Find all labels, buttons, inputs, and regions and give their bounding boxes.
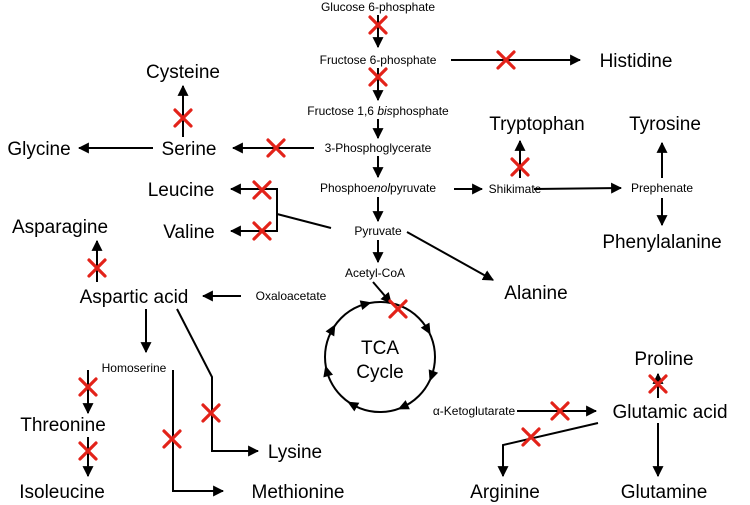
red-x-icon-serine-cysteine — [173, 108, 193, 128]
label-oxaloacetate: Oxaloacetate — [256, 289, 327, 303]
label-fructose-6-phosphate: Fructose 6-phosphate — [320, 53, 437, 67]
label-3-phosphoglycerate: 3-Phosphoglycerate — [325, 141, 432, 155]
label-glutamic-acid: Glutamic acid — [612, 402, 727, 423]
label-tryptophan: Tryptophan — [489, 114, 584, 135]
red-x-icon-proline — [648, 374, 668, 394]
label-histidine: Histidine — [600, 51, 673, 72]
label-valine: Valine — [163, 222, 214, 243]
edge-bracket-valine — [229, 214, 278, 237]
edge-bracket-leucine — [229, 183, 278, 214]
tca-cycle-ring — [324, 301, 436, 413]
label-aspartic-acid: Aspartic acid — [80, 287, 189, 308]
tca-cycle-arrowheads — [323, 300, 439, 412]
pep-text: Phospho — [320, 181, 368, 195]
tca-arrowhead-6 — [325, 324, 336, 337]
label-isoleucine: Isoleucine — [19, 482, 105, 503]
edge-aspartic-lysine — [176, 308, 260, 457]
label-prephenate: Prephenate — [631, 181, 693, 195]
label-tyrosine: Tyrosine — [629, 114, 701, 135]
tca-arrowhead-4 — [347, 401, 360, 412]
red-x-icon-threonine — [78, 377, 98, 397]
label-tca-line2: Cycle — [356, 362, 404, 383]
label-acetyl-coa: Acetyl-CoA — [345, 266, 405, 280]
fructose16bp-text: Fructose 1,6 — [307, 104, 377, 118]
label-fructose-1-6-bisphosphate: Fructose 1,6 bisphosphate — [307, 104, 449, 118]
label-lysine: Lysine — [268, 442, 322, 463]
edge-shikimate-prephenate — [533, 182, 623, 194]
label-leucine: Leucine — [148, 180, 215, 201]
label-cysteine: Cysteine — [146, 62, 220, 83]
label-glycine: Glycine — [7, 139, 70, 160]
edge-acetylcoa-tca — [372, 281, 392, 304]
tca-arrowhead-3 — [397, 400, 410, 410]
label-alanine: Alanine — [504, 283, 567, 304]
red-x-icon-lysine — [201, 403, 221, 423]
red-x-icon-leucine — [252, 180, 272, 200]
tca-arrowhead-2 — [428, 369, 439, 382]
edge-pyruvate-alanine — [406, 231, 494, 281]
red-x-icon-valine — [252, 221, 272, 241]
label-tca-line1: TCA — [361, 338, 399, 359]
edge-glutamic-arginine — [497, 422, 599, 478]
label-serine: Serine — [162, 139, 217, 160]
red-x-icon-3pg-serine — [266, 138, 286, 158]
label-proline: Proline — [634, 349, 693, 370]
edge-homoserine-methionine — [172, 370, 225, 497]
pathway-edges — [77, 15, 668, 497]
label-glucose-6-phosphate: Glucose 6-phosphate — [321, 0, 435, 14]
label-alpha-ketoglutarate: α-Ketoglutarate — [433, 404, 516, 418]
label-methionine: Methionine — [252, 482, 345, 503]
pep-suffix-text: pyruvate — [390, 181, 436, 195]
block-marks — [78, 15, 668, 461]
red-x-icon-methionine — [162, 429, 182, 449]
pathway-labels: Glucose 6-phosphate Fructose 6-phosphate… — [7, 0, 727, 503]
red-x-icon-glutamic-acid — [550, 401, 570, 421]
tca-arrowhead-5 — [323, 365, 334, 378]
red-x-icon-asparagine — [87, 258, 107, 278]
red-x-icon-isoleucine — [78, 441, 98, 461]
red-x-icon-fructose6p-histidine — [496, 50, 516, 70]
label-phosphoenolpyruvate: Phosphoenolpyruvate — [320, 181, 436, 195]
label-arginine: Arginine — [470, 482, 540, 503]
fructose16bp-italic-text: bis — [377, 104, 392, 118]
label-phenylalanine: Phenylalanine — [602, 232, 721, 253]
fructose16bp-suffix-text: phosphate — [393, 104, 449, 118]
edge-pyruvate-bracket — [276, 213, 332, 229]
label-glutamine: Glutamine — [621, 482, 708, 503]
label-asparagine: Asparagine — [12, 217, 108, 238]
pep-italic-text: enol — [367, 181, 390, 195]
red-x-icon-arginine — [521, 427, 541, 447]
label-homoserine: Homoserine — [102, 361, 167, 375]
tca-arrowhead-1 — [420, 322, 431, 335]
red-x-icon-tca-entry — [388, 299, 408, 319]
tca-arrowhead-7 — [359, 300, 372, 311]
label-threonine: Threonine — [20, 415, 106, 436]
red-x-icon-fructose6p-fructose16bp — [368, 67, 388, 87]
red-x-icon-tryptophan — [510, 157, 530, 177]
label-shikimate: Shikimate — [489, 182, 542, 196]
red-x-icon-glucose6p-fructose6p — [368, 15, 388, 35]
label-pyruvate: Pyruvate — [354, 224, 402, 238]
